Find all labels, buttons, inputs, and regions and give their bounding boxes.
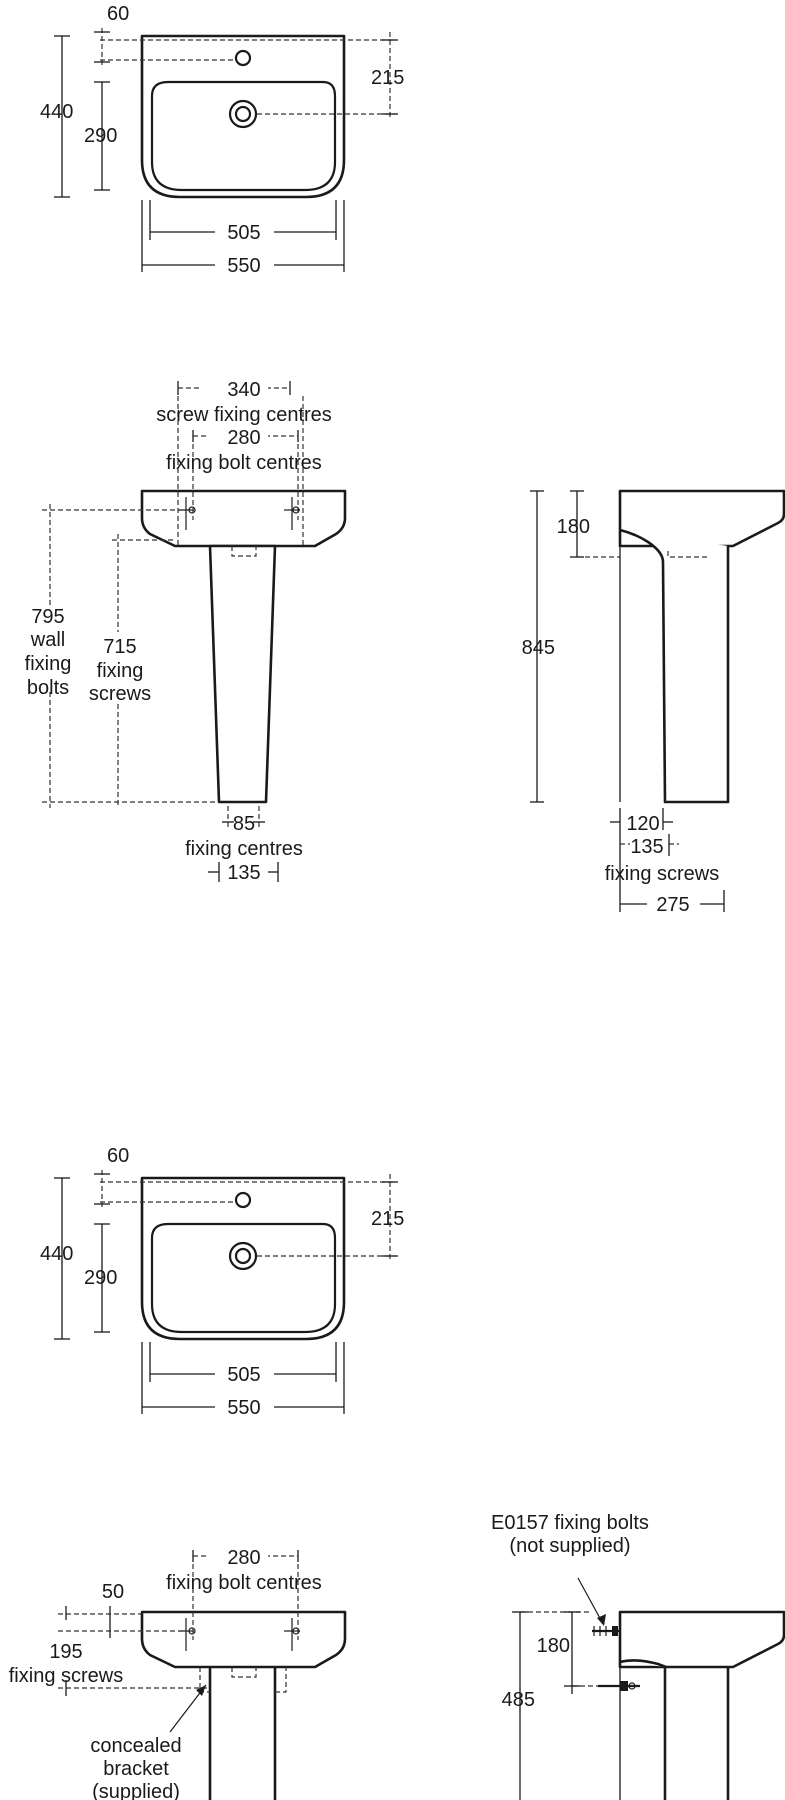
pedestal-side — [619, 528, 730, 804]
basin-outline-2 — [140, 1176, 346, 1341]
label-fixing: fixing — [25, 653, 72, 675]
dim-85: 85 — [233, 813, 255, 835]
dim-550: 550 — [227, 255, 260, 277]
label-bracket: bracket — [103, 1758, 169, 1780]
label-fixing-bolt-centres: fixing bolt centres — [166, 452, 322, 474]
dim-50: 50 — [102, 1581, 124, 1603]
dim-280-2: 280 — [227, 1547, 260, 1569]
label-concealed: concealed — [90, 1735, 181, 1757]
bowl-outline-2 — [150, 1222, 337, 1334]
dim-60-2: 60 — [107, 1145, 129, 1167]
tap-hole-2 — [234, 1191, 252, 1209]
basin-front-2 — [140, 1610, 347, 1669]
label-fixing-2: fixing — [97, 660, 144, 682]
dim-215-2: 215 — [371, 1208, 404, 1230]
dim-290: 290 — [84, 125, 117, 147]
view-6-side-semi-pedestal: E0157 fixing bolts (not supplied) 180 48… — [491, 1512, 785, 1800]
waste-outer-2 — [228, 1241, 258, 1271]
basin-side-2 — [618, 1610, 785, 1669]
dim-845: 845 — [522, 637, 555, 659]
dim-715: 715 — [103, 636, 136, 658]
dim-290-2: 290 — [84, 1267, 117, 1289]
semi-pedestal — [208, 1667, 277, 1800]
dim-550-2: 550 — [227, 1397, 260, 1419]
dim-180-2: 180 — [537, 1635, 570, 1657]
waste-outer — [228, 99, 258, 129]
dim-795: 795 — [31, 606, 64, 628]
label-screws: screws — [89, 683, 151, 705]
dim-195: 195 — [49, 1641, 82, 1663]
view-3-side-elevation: 180 845 120 135 fixing screws 275 — [522, 489, 785, 916]
basin-side — [618, 489, 785, 548]
label-screw-fixing-centres: screw fixing centres — [156, 404, 332, 426]
basin-outline — [140, 34, 346, 199]
view-1-plan: 60 440 290 215 505 550 — [40, 3, 404, 277]
dim-60: 60 — [107, 3, 129, 25]
dim-340: 340 — [227, 379, 260, 401]
label-e0157-fixing-bolts: E0157 fixing bolts — [491, 1512, 649, 1534]
label-supplied: (supplied) — [92, 1781, 180, 1800]
dim-215: 215 — [371, 67, 404, 89]
fixing-bolt-upper — [592, 1626, 620, 1636]
dim-505: 505 — [227, 222, 260, 244]
dim-120: 120 — [626, 813, 659, 835]
tap-hole — [234, 49, 252, 67]
waste-inner-2 — [234, 1247, 252, 1265]
view-4-plan: 60 440 290 215 505 550 — [40, 1145, 404, 1419]
label-bolts: bolts — [27, 677, 69, 699]
dim-440-2: 440 — [40, 1243, 73, 1265]
pedestal-front — [208, 544, 277, 804]
bowl-outline — [150, 80, 337, 192]
view-2-front-elevation: 340 screw fixing centres 280 fixing bolt… — [25, 378, 347, 884]
waste-inner — [234, 105, 252, 123]
label-fixing-screws: fixing screws — [605, 863, 719, 885]
dim-505-2: 505 — [227, 1364, 260, 1386]
dim-135-side: 135 — [630, 836, 663, 858]
semi-pedestal-side — [619, 1659, 730, 1800]
label-wall: wall — [30, 629, 65, 651]
label-fixing-bolt-centres-2: fixing bolt centres — [166, 1572, 322, 1594]
fixing-bolt-lower — [598, 1681, 640, 1691]
dim-440: 440 — [40, 101, 73, 123]
basin-front — [140, 489, 347, 548]
dim-135: 135 — [227, 862, 260, 884]
label-fixing-centres: fixing centres — [185, 838, 303, 860]
label-fixing-screws-2: fixing screws — [9, 1665, 123, 1687]
dim-180: 180 — [557, 516, 590, 538]
label-not-supplied: (not supplied) — [509, 1535, 630, 1557]
dim-280: 280 — [227, 427, 260, 449]
dim-275: 275 — [656, 894, 689, 916]
view-5-front-semi-pedestal: 280 fixing bolt centres 50 195 fixing sc… — [9, 1546, 347, 1800]
dim-485: 485 — [502, 1689, 535, 1711]
